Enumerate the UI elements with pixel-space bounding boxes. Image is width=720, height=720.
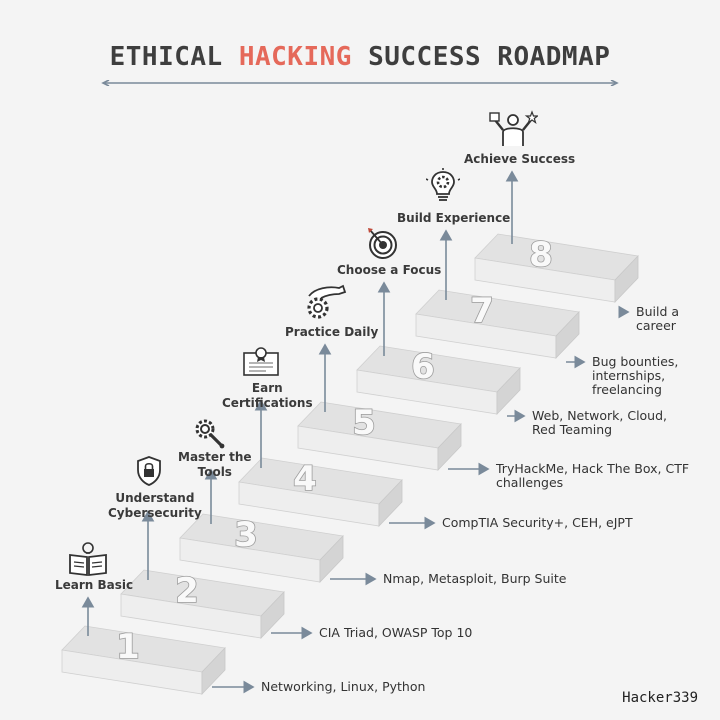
step-detail-3: Nmap, Metasploit, Burp Suite [383,571,567,586]
step-detail-8: Build a career [636,304,680,333]
shield-lock-icon [137,456,161,486]
step-label-8: Achieve Success [464,152,576,166]
step-5: 5 [297,343,490,476]
step-number: 7 [470,291,494,331]
step-label-1: Learn Basic [55,578,134,592]
step-side-face [260,591,285,639]
book-lightbulb-icon [69,542,107,577]
step-6: 6 [356,281,526,423]
step-detail-7: Bug bounties, internships, freelancing [592,354,679,397]
target-icon [368,228,397,259]
step-detail-2: CIA Triad, OWASP Top 10 [319,625,473,640]
step-number: 4 [293,459,317,499]
step-side-face [319,535,344,583]
step-number: 1 [116,627,140,667]
watermark: Hacker339 [622,690,698,706]
gear-wrench-icon [195,419,225,449]
step-number: 2 [175,571,199,611]
step-detail-1: Networking, Linux, Python [261,679,426,694]
step-detail-6: Web, Network, Cloud, Red Teaming [532,408,668,437]
step-number: 8 [529,235,553,275]
step-detail-4: CompTIA Security+, CEH, eJPT [442,515,633,530]
step-8: 8 [474,170,639,319]
step-number: 3 [234,515,258,555]
hand-gear-icon [307,284,347,319]
title-part1: ETHICAL [109,42,223,72]
step-side-face [437,423,462,471]
page-title: ETHICAL HACKING SUCCESS ROADMAP [0,42,720,72]
step-side-face [614,255,639,303]
step-1: 1 [61,596,255,695]
step-side-face [378,479,403,527]
step-label-5: Practice Daily [285,325,379,339]
trophy-person-icon [489,110,538,146]
step-detail-5: TryHackMe, Hack The Box, CTF challenges [496,461,690,490]
certificate-icon [243,347,279,376]
title-double-arrow-icon [101,80,619,86]
step-side-face [496,367,521,415]
title-part2: SUCCESS ROADMAP [368,42,611,72]
step-label-7: Build Experience [397,211,511,225]
step-4: 4 [238,399,436,530]
step-label-4: Earn Certifications [222,381,313,410]
step-3: 3 [179,468,377,586]
step-label-6: Choose a Focus [337,263,442,277]
step-side-face [555,311,580,359]
bulb-gear-icon [426,168,460,201]
step-label-3: Master the Tools [178,450,252,479]
step-2: 2 [120,510,313,640]
title-highlight: HACKING [238,42,352,72]
step-7: 7 [415,229,586,369]
step-number: 5 [352,403,376,443]
step-side-face [201,647,226,695]
step-number: 6 [411,347,435,387]
step-label-2: Understand Cybersecurity [108,491,202,520]
